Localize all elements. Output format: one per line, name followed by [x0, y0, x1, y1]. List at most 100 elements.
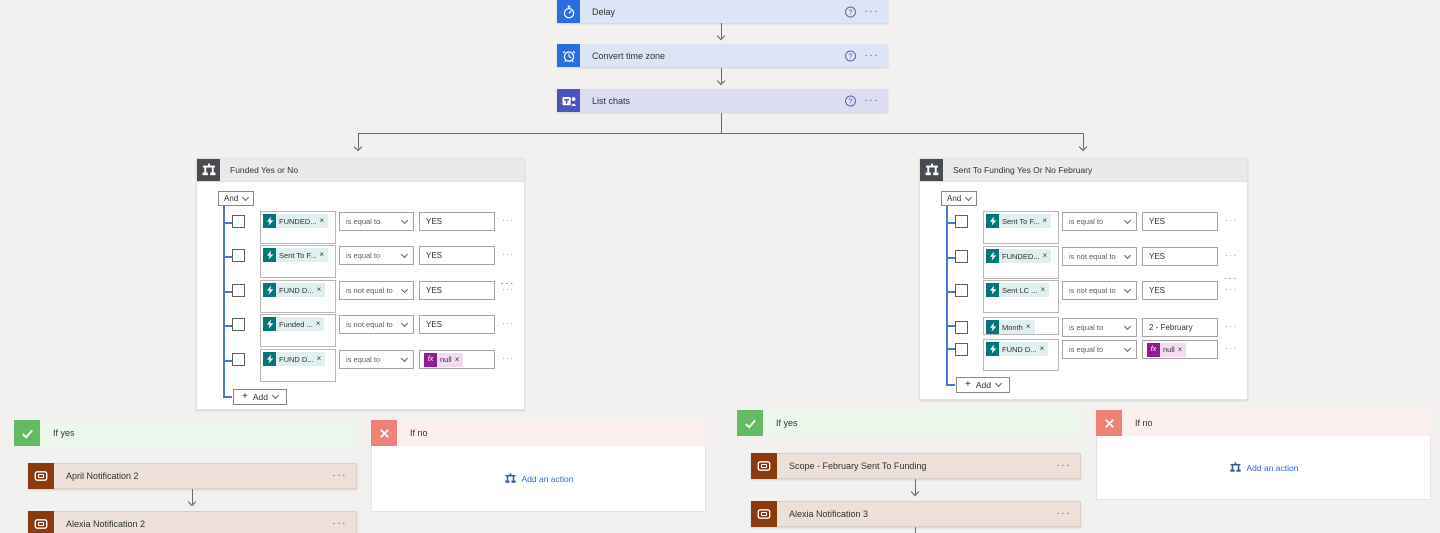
field-input[interactable]: FUND D...×: [983, 339, 1059, 371]
help-icon[interactable]: ?: [845, 95, 856, 106]
row-menu-icon[interactable]: ···: [1225, 284, 1238, 294]
field-input[interactable]: Sent To F...×: [983, 211, 1059, 244]
if-yes-branch-header[interactable]: If yes: [737, 410, 1081, 436]
operator-dropdown[interactable]: is equal to: [339, 212, 414, 231]
join-operator-dropdown[interactable]: And: [218, 191, 254, 206]
row-checkbox[interactable]: [955, 284, 968, 297]
if-yes-branch-header[interactable]: If yes: [14, 420, 357, 446]
action-card-scope-february-sent-to-funding[interactable]: Scope - February Sent To Funding ···: [751, 453, 1081, 479]
value-input[interactable]: YES: [1142, 212, 1218, 231]
row-menu-icon[interactable]: ···: [1225, 215, 1238, 225]
remove-icon[interactable]: ×: [1025, 322, 1031, 331]
remove-icon[interactable]: ×: [319, 250, 325, 259]
operator-dropdown[interactable]: is not equal to: [339, 281, 414, 300]
dynamic-content-pill[interactable]: FUND D...×: [263, 352, 326, 366]
remove-icon[interactable]: ×: [319, 216, 325, 225]
field-input[interactable]: Month×: [983, 317, 1059, 335]
action-card-april-notification-2[interactable]: April Notification 2 ···: [28, 463, 357, 489]
field-input[interactable]: FUNDED...×: [983, 246, 1059, 279]
operator-dropdown[interactable]: is equal to: [1062, 318, 1137, 337]
help-icon[interactable]: ?: [845, 50, 856, 61]
row-checkbox[interactable]: [955, 215, 968, 228]
value-input[interactable]: YES: [419, 246, 495, 265]
dynamic-content-pill[interactable]: FUNDED...×: [263, 214, 329, 228]
action-card-list-chats[interactable]: List chats ? ···: [557, 89, 888, 112]
help-icon[interactable]: ?: [845, 6, 856, 17]
dynamic-content-pill[interactable]: FUNDED...×: [986, 249, 1052, 263]
remove-icon[interactable]: ×: [316, 354, 322, 363]
remove-icon[interactable]: ×: [1177, 344, 1183, 354]
row-menu-icon[interactable]: ···: [502, 215, 515, 225]
action-card-alexia-notification-3[interactable]: Alexia Notification 3 ···: [751, 501, 1081, 527]
field-input[interactable]: Sent LC ...×: [983, 280, 1059, 313]
row-checkbox[interactable]: [232, 249, 245, 262]
remove-icon[interactable]: ×: [454, 354, 460, 364]
menu-icon[interactable]: ···: [864, 49, 879, 61]
dynamic-content-pill[interactable]: Sent To F...×: [986, 214, 1052, 228]
row-menu-icon[interactable]: ···: [1225, 321, 1238, 331]
if-no-branch-header[interactable]: If no: [1096, 410, 1431, 436]
value-input[interactable]: YES: [1142, 247, 1218, 266]
operator-dropdown[interactable]: is not equal to: [1062, 281, 1137, 300]
menu-icon[interactable]: ···: [1056, 460, 1071, 471]
menu-icon[interactable]: ···: [500, 278, 515, 289]
dynamic-content-pill[interactable]: Sent LC ...×: [986, 283, 1050, 297]
value-input[interactable]: YES: [1142, 281, 1218, 300]
row-checkbox[interactable]: [232, 215, 245, 228]
action-card-alexia-notification-2[interactable]: Alexia Notification 2 ···: [28, 511, 357, 533]
row-menu-icon[interactable]: ···: [502, 353, 515, 363]
operator-dropdown[interactable]: is equal to: [1062, 212, 1137, 231]
field-input[interactable]: FUND D...×: [260, 280, 336, 313]
operator-dropdown[interactable]: is equal to: [1062, 340, 1137, 359]
remove-icon[interactable]: ×: [316, 285, 322, 294]
value-input[interactable]: YES: [419, 281, 495, 300]
condition-header[interactable]: Sent To Funding Yes Or No February ···: [920, 159, 1247, 284]
value-input[interactable]: 2 - February: [1142, 318, 1218, 337]
add-an-action-button[interactable]: Add an action: [504, 472, 573, 485]
join-operator-dropdown[interactable]: And: [941, 191, 977, 206]
action-card-convert-time-zone[interactable]: Convert time zone ? ···: [557, 44, 888, 67]
operator-dropdown[interactable]: is equal to: [339, 246, 414, 265]
row-checkbox[interactable]: [232, 284, 245, 297]
field-input[interactable]: Funded ...×: [260, 314, 336, 347]
field-input[interactable]: FUND D...×: [260, 349, 336, 382]
remove-icon[interactable]: ×: [1040, 285, 1046, 294]
field-input[interactable]: Sent To F...×: [260, 245, 336, 278]
add-an-action-button[interactable]: Add an action: [1229, 461, 1298, 474]
menu-icon[interactable]: ···: [1056, 508, 1071, 519]
value-input[interactable]: YES: [419, 212, 495, 231]
menu-icon[interactable]: ···: [1223, 273, 1238, 284]
row-menu-icon[interactable]: ···: [1225, 250, 1238, 260]
remove-icon[interactable]: ×: [1042, 251, 1048, 260]
row-checkbox[interactable]: [955, 321, 968, 334]
dynamic-content-pill[interactable]: FUND D...×: [263, 283, 326, 297]
remove-icon[interactable]: ×: [315, 319, 321, 328]
add-row-button[interactable]: + Add: [956, 377, 1010, 393]
row-checkbox[interactable]: [232, 353, 245, 366]
row-checkbox[interactable]: [232, 318, 245, 331]
operator-dropdown[interactable]: is not equal to: [339, 315, 414, 334]
operator-dropdown[interactable]: is equal to: [339, 350, 414, 369]
add-row-button[interactable]: + Add: [233, 389, 287, 405]
action-card-delay[interactable]: Delay ? ···: [557, 0, 888, 23]
row-checkbox[interactable]: [955, 250, 968, 263]
row-menu-icon[interactable]: ···: [502, 284, 515, 294]
value-input[interactable]: YES: [419, 315, 495, 334]
remove-icon[interactable]: ×: [1042, 216, 1048, 225]
menu-icon[interactable]: ···: [864, 94, 879, 106]
dynamic-content-pill[interactable]: FUND D...×: [986, 342, 1049, 356]
condition-header[interactable]: Funded Yes or No ···: [197, 159, 524, 289]
dynamic-content-pill[interactable]: Sent To F...×: [263, 248, 329, 262]
row-checkbox[interactable]: [955, 343, 968, 356]
menu-icon[interactable]: ···: [332, 518, 347, 529]
operator-dropdown[interactable]: is not equal to: [1062, 247, 1137, 266]
remove-icon[interactable]: ×: [1039, 344, 1045, 353]
dynamic-content-pill[interactable]: Funded ...×: [263, 317, 325, 331]
dynamic-content-pill[interactable]: Month×: [986, 320, 1035, 334]
field-input[interactable]: FUNDED...×: [260, 211, 336, 244]
row-menu-icon[interactable]: ···: [502, 249, 515, 259]
